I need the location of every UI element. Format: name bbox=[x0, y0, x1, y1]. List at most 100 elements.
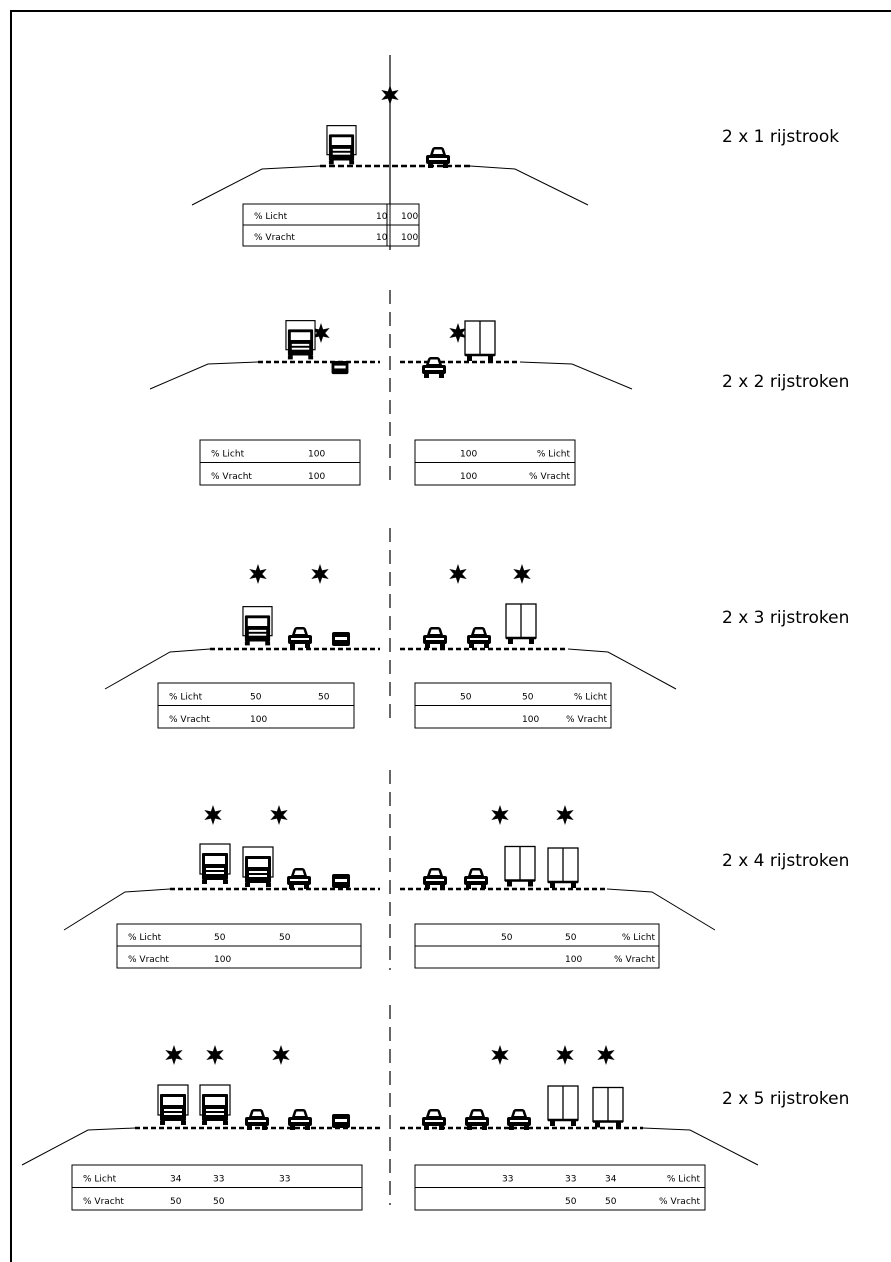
truck-icon bbox=[157, 1084, 189, 1126]
label-heavy: % Vracht bbox=[83, 1197, 124, 1207]
section-2x3: 2 x 3 rijstroken % Licht % Vracht 50 50 100 % … bbox=[104, 528, 849, 729]
car-icon bbox=[464, 868, 488, 889]
value-light: 33 bbox=[502, 1175, 513, 1185]
value-heavy: 50 bbox=[565, 1197, 577, 1207]
label-light: % Licht bbox=[211, 450, 245, 460]
star-icon bbox=[491, 1045, 509, 1065]
embankment-left bbox=[149, 361, 259, 390]
value-heavy: 100 bbox=[522, 715, 539, 725]
value-light: 100 bbox=[460, 450, 477, 460]
star-icon bbox=[597, 1045, 615, 1065]
table-right: 100 100 bbox=[386, 203, 420, 247]
label-light: % Licht bbox=[254, 212, 288, 222]
value-heavy: 100 bbox=[308, 472, 325, 482]
table-right: % Licht % Vracht 50 50 100 bbox=[414, 923, 660, 969]
value-heavy: 100 bbox=[460, 472, 477, 482]
value-light: 50 bbox=[318, 693, 330, 703]
car-icon bbox=[507, 1109, 531, 1130]
section-title: 2 x 3 rijstroken bbox=[722, 608, 849, 628]
value-light: 50 bbox=[279, 933, 291, 943]
star-icon bbox=[165, 1045, 183, 1065]
car-rear-icon bbox=[332, 1114, 350, 1128]
value-light: 50 bbox=[501, 933, 513, 943]
car-icon bbox=[423, 868, 447, 889]
value-heavy: 50 bbox=[170, 1197, 182, 1207]
label-heavy: % Vracht bbox=[254, 233, 295, 243]
value-heavy: 100 bbox=[250, 715, 267, 725]
table-right: % Licht % Vracht 100 100 bbox=[414, 439, 576, 486]
value-light: 50 bbox=[565, 933, 577, 943]
value-light: 50 bbox=[214, 933, 226, 943]
embankment-right bbox=[642, 1127, 759, 1166]
star-icon bbox=[204, 805, 222, 825]
embankment-right bbox=[567, 648, 677, 690]
van-icon bbox=[505, 602, 537, 646]
value-light: 50 bbox=[460, 693, 472, 703]
embankment-right bbox=[519, 361, 633, 390]
star-icon bbox=[311, 564, 329, 584]
star-icon bbox=[381, 85, 399, 105]
value-heavy: 100 bbox=[214, 955, 231, 965]
value-light: 100 bbox=[308, 450, 325, 460]
label-light: % Licht bbox=[128, 933, 162, 943]
label-light: % Licht bbox=[169, 693, 203, 703]
value-light: 34 bbox=[605, 1175, 617, 1185]
embankment-left bbox=[21, 1127, 136, 1166]
truck-icon bbox=[285, 319, 316, 361]
star-icon bbox=[249, 564, 267, 584]
value-light: 33 bbox=[565, 1175, 576, 1185]
value-light: 100 bbox=[401, 212, 418, 222]
car-rear-icon bbox=[332, 874, 350, 888]
outer-frame bbox=[10, 10, 891, 1262]
label-heavy: % Vracht bbox=[169, 715, 210, 725]
truck-icon bbox=[242, 605, 273, 647]
section-title: 2 x 2 rijstroken bbox=[722, 372, 849, 392]
label-heavy: % Vracht bbox=[211, 472, 252, 482]
star-icon bbox=[556, 1045, 574, 1065]
embankment-right bbox=[469, 165, 589, 206]
section-2x1: 2 x 1 rijstrook% Licht% Vracht1001001001… bbox=[191, 55, 839, 250]
label-light: % Licht bbox=[537, 450, 571, 460]
embankment-left bbox=[63, 888, 171, 931]
value-light: 100 bbox=[376, 212, 393, 222]
star-icon bbox=[556, 805, 574, 825]
truck-icon bbox=[199, 843, 231, 885]
car-icon bbox=[288, 627, 312, 648]
value-light: 34 bbox=[170, 1175, 182, 1185]
star-icon bbox=[513, 564, 531, 584]
value-light: 33 bbox=[279, 1175, 290, 1185]
car-rear-icon bbox=[331, 360, 349, 375]
value-heavy: 100 bbox=[376, 233, 393, 243]
star-icon bbox=[449, 323, 467, 343]
label-heavy: % Vracht bbox=[566, 715, 607, 725]
truck-icon bbox=[242, 846, 274, 888]
table-left: % Licht % Vracht 100 100 bbox=[199, 439, 361, 486]
label-heavy: % Vracht bbox=[529, 472, 570, 482]
value-heavy: 50 bbox=[213, 1197, 225, 1207]
label-light: % Licht bbox=[622, 933, 656, 943]
value-heavy: 100 bbox=[565, 955, 582, 965]
value-heavy: 100 bbox=[401, 233, 418, 243]
star-icon bbox=[272, 1045, 290, 1065]
embankment-left bbox=[191, 165, 321, 206]
label-heavy: % Vracht bbox=[614, 955, 655, 965]
star-icon bbox=[491, 805, 509, 825]
truck-icon bbox=[326, 125, 357, 165]
value-light: 50 bbox=[250, 693, 262, 703]
section-title: 2 x 5 rijstroken bbox=[722, 1089, 849, 1109]
car-icon bbox=[467, 627, 491, 648]
embankment-right bbox=[606, 888, 716, 931]
car-icon bbox=[422, 357, 446, 378]
truck-icon bbox=[199, 1084, 231, 1126]
star-icon bbox=[270, 805, 288, 825]
star-icon bbox=[449, 564, 467, 584]
car-icon bbox=[287, 868, 311, 889]
van-icon bbox=[547, 1084, 579, 1128]
embankment-left bbox=[104, 648, 211, 690]
